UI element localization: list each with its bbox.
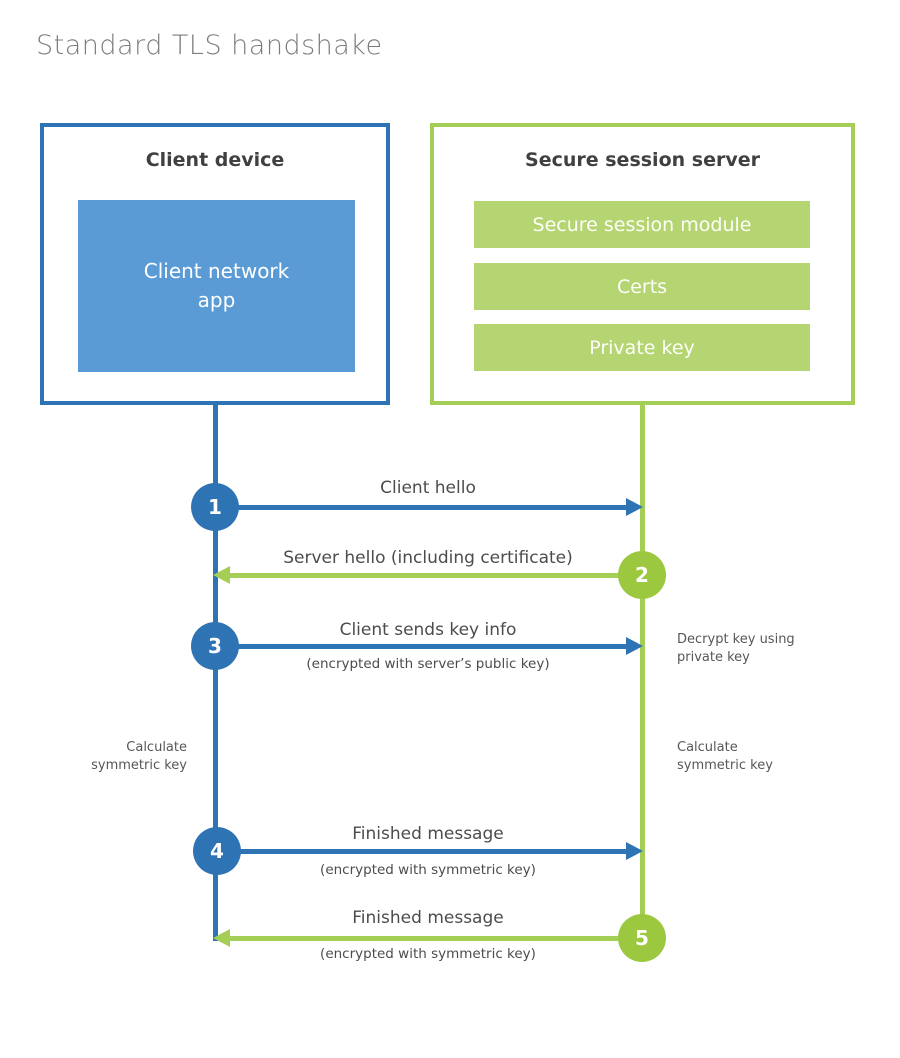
server-module-secure-session-module: Secure session module: [474, 201, 810, 248]
step4-arrow-line: [215, 849, 626, 854]
step2-number-badge: 2: [618, 551, 666, 599]
secure-session-server-title: Secure session server: [525, 149, 760, 171]
step1-arrow-line: [215, 505, 626, 510]
arrowhead-right-icon: [626, 498, 643, 516]
arrowhead-right-icon: [626, 842, 643, 860]
step3-arrow-line: [215, 644, 626, 649]
step5-message-label: Finished message: [352, 908, 504, 928]
client-lifeline: [213, 403, 218, 941]
client-network-app-box: Client network app: [78, 200, 355, 372]
page-title: Standard TLS handshake: [36, 30, 383, 61]
step5-number-badge: 5: [618, 914, 666, 962]
step4-message-sublabel: (encrypted with symmetric key): [320, 862, 536, 878]
arrowhead-right-icon: [626, 637, 643, 655]
step2-arrow-line: [229, 573, 642, 578]
arrowhead-left-icon: [213, 566, 230, 584]
step3-message-label: Client sends key info: [339, 620, 517, 640]
step3-message-sublabel: (encrypted with server’s public key): [306, 656, 550, 672]
step3-number-badge: 3: [191, 622, 239, 670]
calculate-symmetric-key-note-client: Calculate symmetric key: [91, 740, 187, 773]
server-module-private-key: Private key: [474, 324, 810, 371]
step2-message-label: Server hello (including certificate): [283, 548, 573, 568]
arrowhead-left-icon: [213, 929, 230, 947]
step5-message-sublabel: (encrypted with symmetric key): [320, 946, 536, 962]
client-device-title: Client device: [145, 149, 285, 171]
step4-message-label: Finished message: [352, 824, 504, 844]
calculate-symmetric-key-note-server: Calculate symmetric key: [677, 740, 773, 773]
step5-arrow-line: [229, 936, 642, 941]
step4-number-badge: 4: [193, 827, 241, 875]
step1-number-badge: 1: [191, 483, 239, 531]
server-module-certs: Certs: [474, 263, 810, 310]
server-lifeline: [640, 403, 645, 938]
step1-message-label: Client hello: [380, 478, 476, 498]
decrypt-key-note: Decrypt key using private key: [677, 632, 795, 665]
